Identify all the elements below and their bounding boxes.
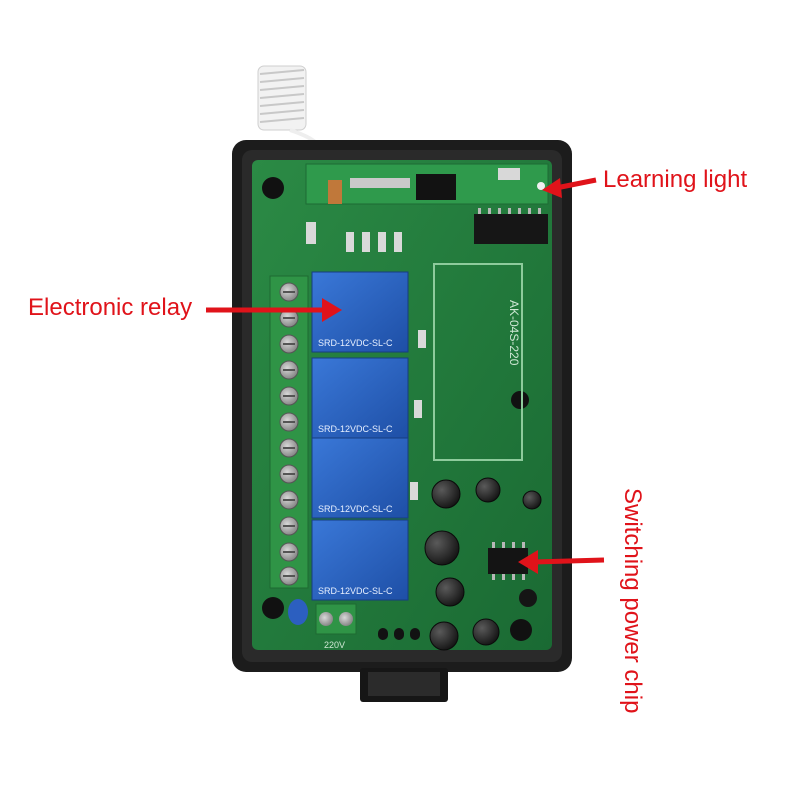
learning-light-label: Learning light [603,166,748,193]
electronic-relay-label: Electronic relay [28,294,193,321]
electrolytic-capacitors [424,477,542,651]
small-transistors [378,628,420,640]
relay-4: SRD-12VDC-SL-C [311,519,409,601]
transistor-bottom-right [519,589,537,607]
silkscreen-outline [433,263,523,461]
power-terminal: 220V [315,603,357,650]
arrow-switching-power-chip [518,550,605,574]
smd-components [306,222,426,500]
rf-receiver-module [305,163,549,244]
learning-led [537,182,545,190]
relay-2: SRD-12VDC-SL-C [311,357,409,439]
switching-power-chip-label: Switching power chip [619,488,646,714]
relay-3: SRD-12VDC-SL-C [311,437,409,519]
antenna-coil [257,65,327,194]
arrow-learning-light [542,177,597,198]
board-model-text: AK-04S-220 [507,300,521,366]
terminal-block [269,275,309,589]
power-label: 220V [324,640,345,650]
relay-2-model: SRD-12VDC-SL-C [318,424,393,434]
mounting-hole [262,177,532,641]
arrow-electronic-relay [206,298,342,322]
relay-4-model: SRD-12VDC-SL-C [318,586,393,596]
relay-3-model: SRD-12VDC-SL-C [318,504,393,514]
relay-1-model: SRD-12VDC-SL-C [318,338,393,348]
blue-capacitor [288,599,308,625]
